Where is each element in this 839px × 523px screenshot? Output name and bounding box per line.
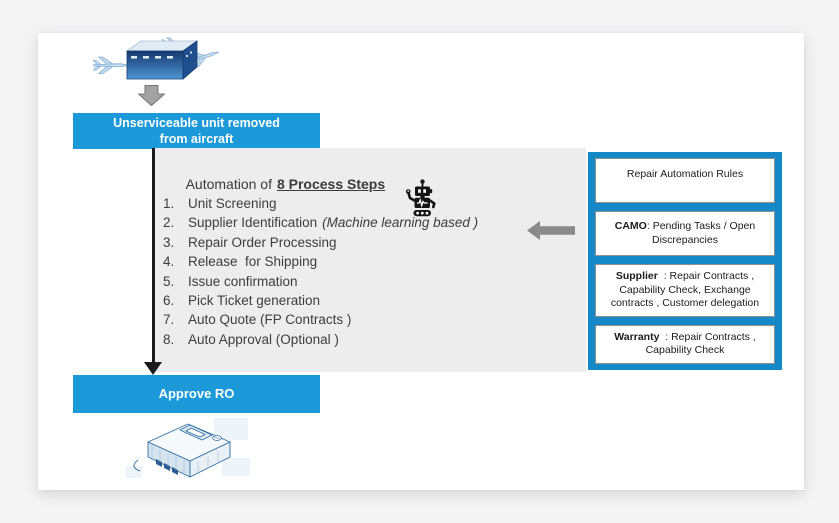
- step-text: Unit Screening: [188, 196, 277, 211]
- down-block-arrow-icon: [137, 85, 166, 107]
- step-number: 8.: [163, 331, 175, 347]
- process-title-emphasis: 8 Process Steps: [276, 176, 386, 192]
- step-number: 6.: [163, 293, 175, 309]
- approve-ro-banner: Approve RO: [73, 375, 320, 413]
- rules-box-text: Repair Automation Rules: [626, 168, 744, 180]
- step-number: 4.: [163, 254, 175, 270]
- step-note: (Machine learning based ): [322, 215, 479, 231]
- approve-ro-label: Approve RO: [158, 386, 235, 401]
- process-step-5: 5. Issue confirmation: [163, 272, 478, 291]
- process-step-2: 2. Supplier Identification(Machine learni…: [163, 213, 478, 232]
- step-number: 5.: [163, 273, 175, 289]
- aircraft-unit-icon: [92, 36, 225, 85]
- rules-box-repair-automation: Repair Automation Rules: [595, 158, 775, 204]
- banner-line-2: from aircraft: [159, 132, 234, 146]
- flow-connector-line: [152, 148, 155, 362]
- process-step-8: 8. Auto Approval (Optional ): [163, 330, 478, 349]
- step-text: Supplier Identification: [188, 215, 318, 231]
- slide-card: Unserviceable unit removed from aircraft…: [38, 33, 804, 490]
- process-title-prefix: Automation of: [185, 176, 272, 192]
- step-number: 7.: [163, 312, 175, 328]
- step-number: 3.: [163, 234, 175, 250]
- rules-box-lead: CAMO: [614, 219, 647, 232]
- step-text: Pick Ticket generation: [188, 293, 321, 309]
- rules-box-camo: CAMO: Pending Tasks / Open Discrepancies: [595, 211, 775, 257]
- rules-box-lead: Supplier: [615, 270, 658, 283]
- process-step-4: 4. Release for Shipping: [163, 252, 478, 271]
- step-text: Release for Shipping: [188, 254, 318, 270]
- rules-box-text: : Repair Contracts , Capability Check: [645, 330, 759, 357]
- step-text: Repair Order Processing: [188, 234, 337, 250]
- step-text: Auto Approval (Optional ): [188, 331, 339, 347]
- step-text: Issue confirmation: [188, 273, 298, 289]
- rules-box-lead: Warranty: [614, 330, 660, 343]
- flow-connector-arrowhead-icon: [144, 362, 162, 375]
- process-step-7: 7. Auto Quote (FP Contracts ): [163, 310, 478, 329]
- robot-icon: [404, 179, 440, 217]
- repair-rules-panel: Repair Automation Rules CAMO: Pending Ta…: [588, 152, 782, 370]
- rules-box-text: : Pending Tasks / Open Discrepancies: [646, 219, 759, 246]
- step-text: Auto Quote (FP Contracts ): [188, 312, 352, 328]
- process-step-1: 1. Unit Screening: [163, 194, 478, 213]
- process-step-list: 1. Unit Screening 2. Supplier Identificati…: [163, 194, 478, 349]
- process-step-6: 6. Pick Ticket generation: [163, 291, 478, 310]
- banner-line-1: Unserviceable unit removed: [113, 116, 280, 130]
- rules-box-warranty: Warranty : Repair Contracts , Capability…: [595, 324, 775, 364]
- rules-box-supplier: Supplier : Repair Contracts , Capability…: [595, 264, 775, 317]
- left-block-arrow-icon: [527, 221, 575, 240]
- process-step-3: 3. Repair Order Processing: [163, 233, 478, 252]
- unserviceable-unit-banner: Unserviceable unit removed from aircraft: [73, 113, 320, 149]
- step-number: 1.: [163, 196, 175, 211]
- step-number: 2.: [163, 215, 175, 231]
- rules-box-text: : Repair Contracts , Capability Check, E…: [610, 270, 760, 310]
- repaired-unit-icon: [126, 414, 251, 489]
